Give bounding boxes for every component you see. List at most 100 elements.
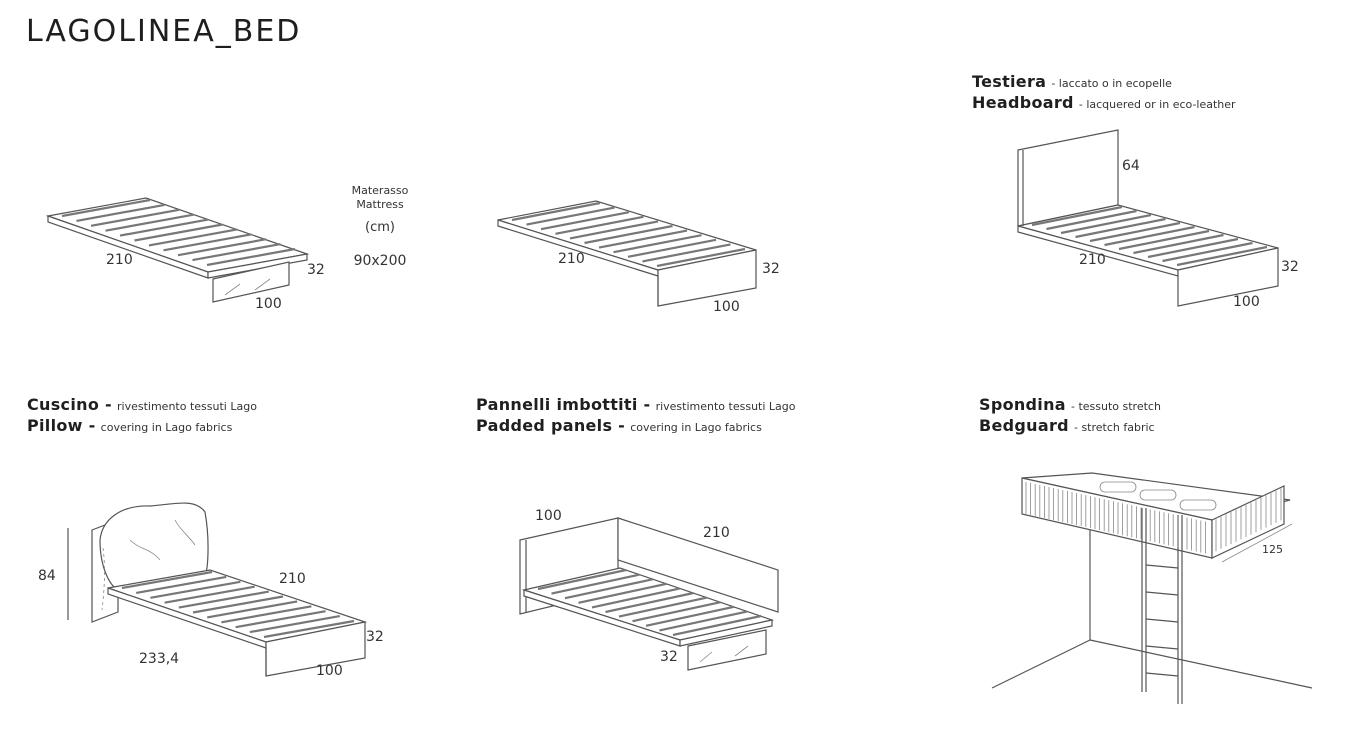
ladder-rung [1145,564,1179,569]
slat [1075,217,1166,239]
slat [1031,205,1123,227]
pillow-total-length: 233,4 [139,651,180,667]
mattress-unit: (cm) [365,220,395,235]
slat [584,224,673,245]
slat [656,247,746,268]
slat [1176,245,1268,267]
headboard-title-it: Testiera [972,72,1047,91]
bed1-length: 210 [106,252,133,268]
headboard-length: 210 [1079,252,1106,268]
headboard-caption: Testiera - laccato o in ecopelle Headboa… [972,72,1236,114]
slat [263,619,355,639]
panels-slats [537,568,762,637]
slat [90,208,180,227]
slat [1060,213,1152,235]
pillow-length: 210 [279,571,306,587]
slat [119,218,209,237]
slat [206,247,296,267]
headboard-title-en: Headboard [972,93,1074,112]
bed1-width: 100 [255,296,282,312]
slat [526,206,615,226]
headboard-bed-height: 32 [1281,259,1299,275]
headboard-width: 100 [1233,294,1260,310]
slat [150,580,241,599]
pillow-width: 100 [316,663,343,679]
ladder-rungs [1145,564,1179,677]
bedguard-hatching [1025,481,1282,554]
pillow-title-en: Pillow - [27,416,96,435]
panels-caption: Pannelli imbottiti - rivestimento tessut… [476,395,796,437]
slat [164,585,255,604]
slat [672,614,762,637]
slat [163,233,252,252]
slat [76,203,165,222]
bed2-slats [511,201,746,268]
pillow-desc-en: covering in Lago fabrics [100,421,233,434]
slat [177,238,267,257]
pillow-caption: Cuscino - rivestimento tessuti Lago Pill… [27,395,257,437]
slat [207,600,298,619]
slat [1133,233,1224,255]
slat [511,201,601,222]
bed1-height: 32 [307,262,325,278]
headboard-drawing [1017,129,1279,307]
slat [564,578,654,600]
panels-bed-height: 32 [660,649,678,665]
slat [618,596,708,618]
slat [632,601,721,623]
ladder-rung [1145,672,1179,677]
bed2-height: 32 [762,261,780,277]
slat [551,573,640,595]
bedguard-caption: Spondina - tessuto stretch Bedguard - st… [979,395,1161,437]
slat [105,213,194,232]
slat [121,570,213,590]
pillow-bed-height: 32 [366,629,384,645]
ladder-rung [1145,645,1179,650]
pillow-height: 84 [38,568,56,584]
bedguard-desc-en: - stretch fabric [1073,421,1155,434]
slat [1118,229,1210,251]
slat [569,220,659,240]
bedguard-title-it: Spondina [979,395,1066,414]
slat [591,587,681,609]
bed2-width: 100 [713,299,740,315]
slat [249,615,340,634]
mattress-size: 90x200 [353,253,407,269]
slat [642,243,731,263]
slat [1147,237,1239,259]
slat [134,223,223,242]
headboard-desc-en: - lacquered or in eco-leather [1078,98,1236,111]
bedguard-title-en: Bedguard [979,416,1069,435]
panels-desc-it: rivestimento tessuti Lago [655,400,796,413]
slat [148,228,238,247]
slat [659,610,748,632]
slat [1162,241,1253,263]
slat [192,243,281,262]
bed1-slats [61,198,296,267]
pillow-drawing [67,502,368,677]
pillow-title-it: Cuscino - [27,395,112,414]
panels-title-en: Padded panels - [476,416,626,435]
slat [537,568,627,591]
bedguard-desc-it: - tessuto stretch [1070,400,1161,413]
page-title: LAGOLINEA_BED [26,14,302,49]
ladder-rung [1145,591,1179,596]
panels-desc-en: covering in Lago fabrics [630,421,762,434]
pillow-slats [121,570,355,639]
slat [1046,209,1137,231]
slat [136,575,227,594]
slat [605,591,694,614]
slat [178,590,269,609]
slat [61,198,151,218]
mattress-info: Materasso Mattress (cm) 90x200 [341,184,419,269]
slat [1089,221,1181,243]
panels-width: 100 [535,508,562,524]
mattress-label-en: Mattress [356,198,404,211]
mattress-label-it: Materasso [351,184,409,197]
slat [555,215,644,235]
slat [1104,225,1195,247]
slat [578,582,667,604]
slat [221,605,312,624]
panels-length: 210 [703,525,730,541]
headboard-height: 64 [1122,158,1140,174]
